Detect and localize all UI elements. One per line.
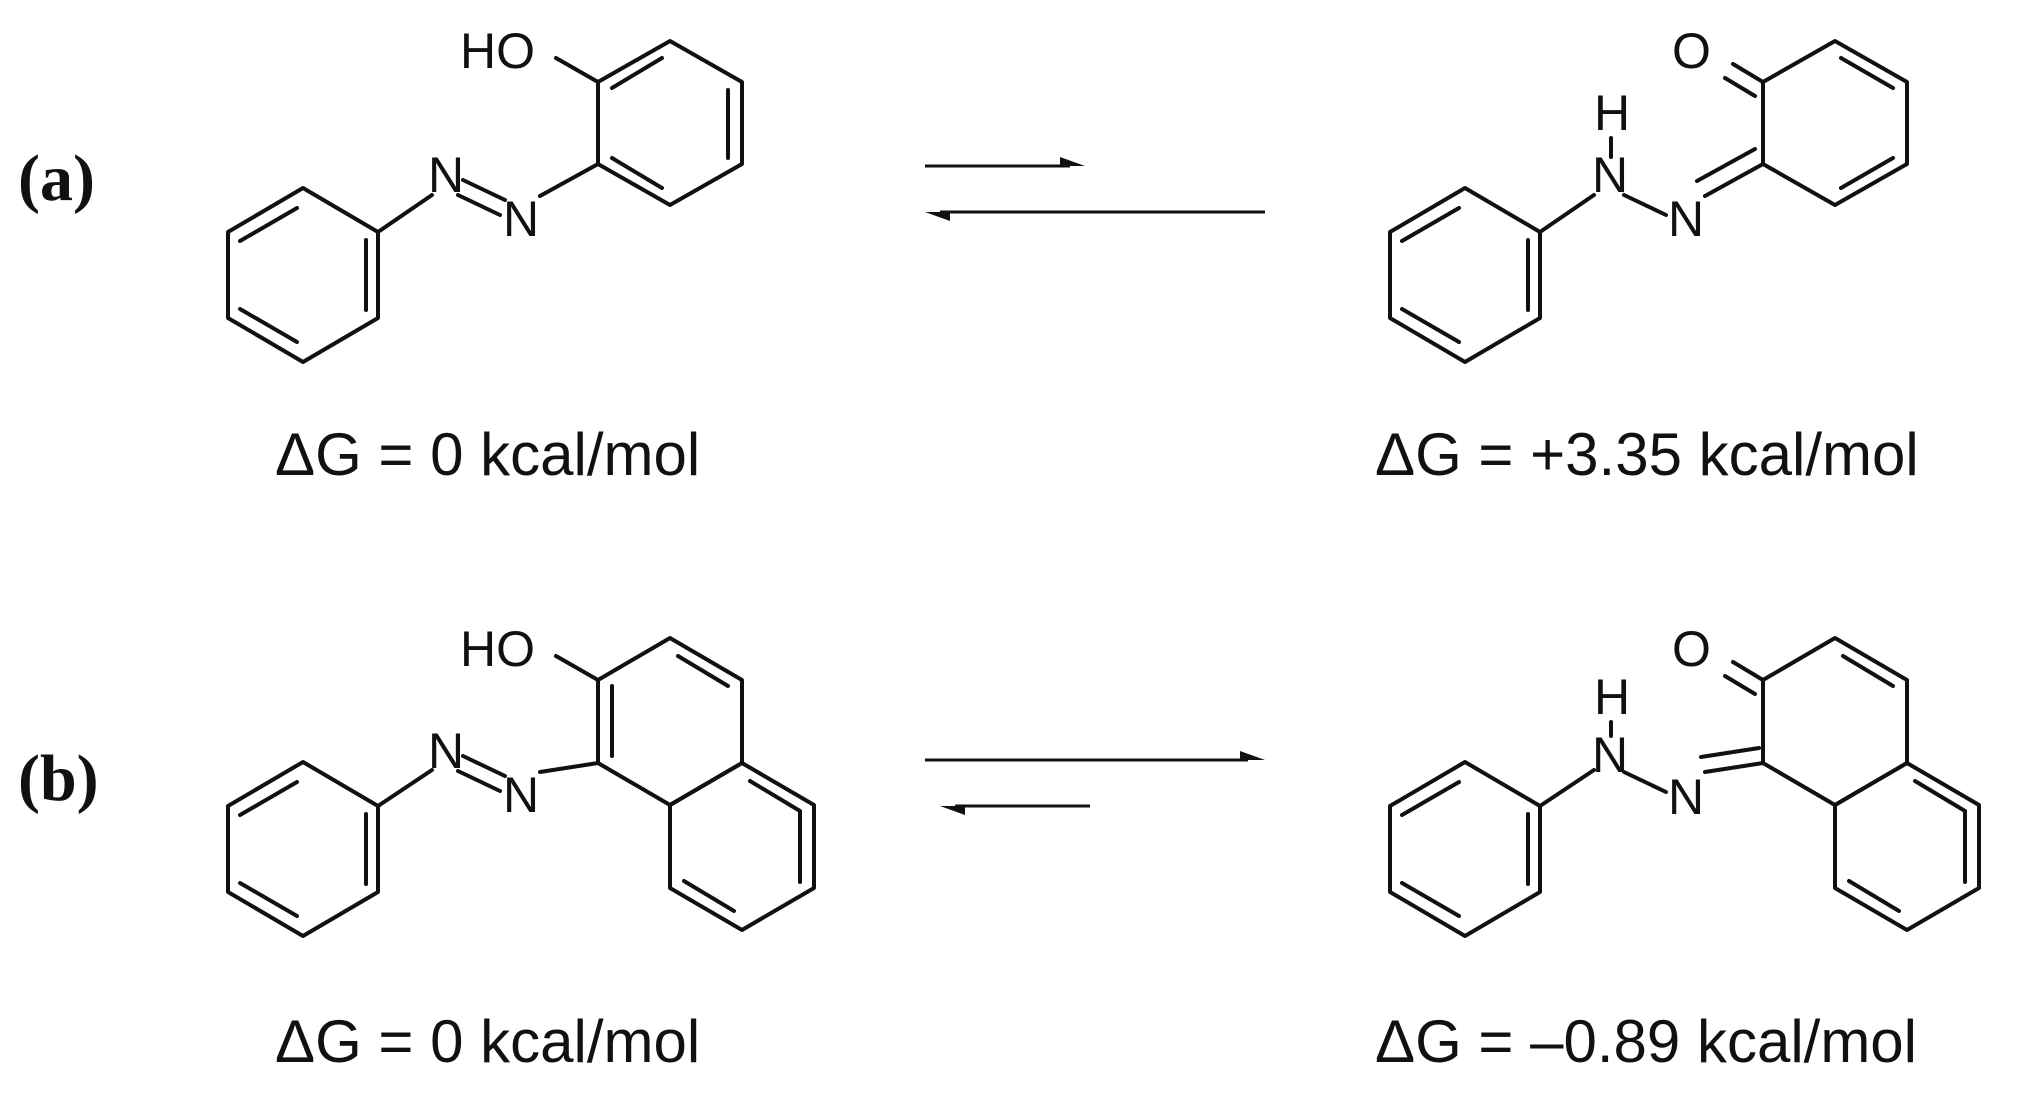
row-b-hydrazone-tautomer: H N N O <box>1388 621 1981 938</box>
azo-n2: N <box>503 191 539 247</box>
n-n-bond-2 <box>461 754 507 778</box>
c-n-double-bond <box>1703 761 1765 774</box>
c-n-double-bond-2 <box>1695 147 1757 183</box>
quinone-ring <box>1761 39 1909 207</box>
phenyl-ring <box>1388 760 1542 938</box>
n-n-single-bond <box>1622 193 1668 217</box>
n-n-bond-2 <box>461 178 507 202</box>
row-b: (b) N N H <box>18 621 1981 1075</box>
reverse-arrowhead <box>925 212 950 221</box>
row-a-hydrazone-tautomer: H N N O <box>1388 23 1909 364</box>
hydroxyl-label: HO <box>460 23 535 79</box>
c-o-double-bond-2 <box>1723 674 1757 696</box>
reverse-arrowhead <box>940 806 965 815</box>
phenol-ring <box>596 39 744 207</box>
ph-nh-bond <box>1538 768 1596 808</box>
row-b-azo-tautomer: N N HO <box>226 621 816 938</box>
naphthalene-ring <box>596 636 816 932</box>
hydrazone-h: H <box>1594 669 1630 725</box>
n-n-bond <box>456 193 502 217</box>
row-a-right-energy: ΔG = +3.35 kcal/mol <box>1375 421 1919 488</box>
naphthoquinone-ring <box>1761 636 1981 932</box>
carbonyl-o: O <box>1672 23 1711 79</box>
c-o-double-bond-2 <box>1723 76 1757 98</box>
c-o-bond <box>554 654 600 682</box>
hydrazone-n2: N <box>1668 769 1704 825</box>
row-b-right-energy: ΔG = –0.89 kcal/mol <box>1375 1008 1917 1075</box>
c-o-double-bond <box>1731 62 1765 84</box>
phenyl-ring <box>226 760 380 938</box>
hydroxyl-label: HO <box>460 621 535 677</box>
row-b-left-energy: ΔG = 0 kcal/mol <box>275 1008 700 1075</box>
hydrazone-n1: N <box>1592 727 1628 783</box>
c-o-double-bond <box>1731 660 1765 682</box>
c-n-double-bond-2 <box>1699 746 1761 759</box>
row-a-left-energy: ΔG = 0 kcal/mol <box>275 421 700 488</box>
hydrazone-h: H <box>1594 85 1630 141</box>
n-ring-bond <box>538 162 600 198</box>
n-ring-bond <box>538 761 600 774</box>
equilibrium-arrows-b <box>925 751 1265 815</box>
n-n-bond <box>456 769 502 793</box>
phenyl-ring <box>1388 186 1542 364</box>
hydrazone-n1: N <box>1592 147 1628 203</box>
carbonyl-o: O <box>1672 621 1711 677</box>
forward-arrowhead <box>1060 157 1085 166</box>
azo-n2: N <box>503 767 539 823</box>
hydrazone-n2: N <box>1668 191 1704 247</box>
ph-n-bond <box>376 768 434 808</box>
phenyl-ring <box>226 186 380 364</box>
row-a-azo-tautomer: N N HO <box>226 23 744 364</box>
forward-arrowhead <box>1240 751 1265 760</box>
row-a-label: (a) <box>18 142 95 215</box>
row-a: (a) N N HO <box>18 23 1919 488</box>
c-o-bond <box>554 56 600 84</box>
c-n-double-bond <box>1703 162 1765 198</box>
n-n-single-bond <box>1622 770 1668 794</box>
equilibrium-arrows-a <box>925 157 1265 221</box>
row-b-label: (b) <box>18 742 99 815</box>
ph-n-bond <box>376 193 434 234</box>
ph-nh-bond <box>1538 193 1596 234</box>
